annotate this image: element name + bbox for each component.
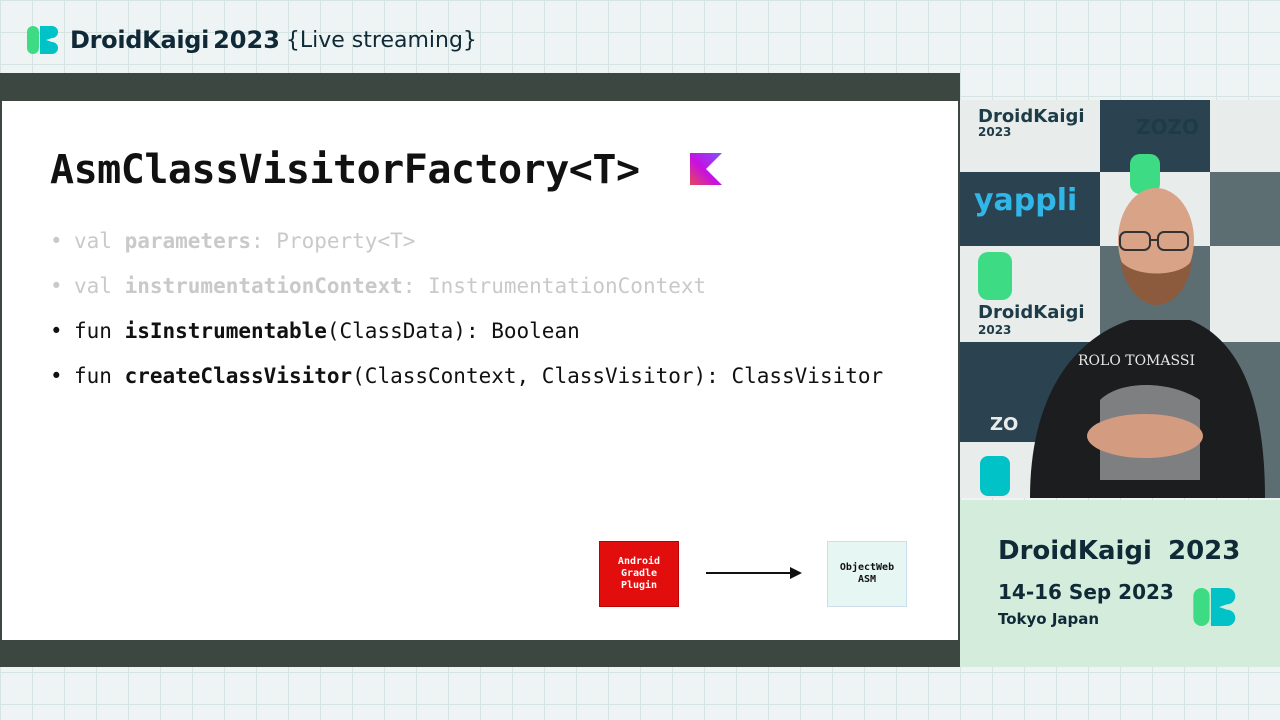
- droidkaigi-logo-icon: [1193, 588, 1236, 626]
- stream-header: DroidKaigi 2023 {Live streaming}: [26, 22, 477, 58]
- svg-text:ZO: ZO: [990, 414, 1018, 435]
- header-year: 2023: [213, 26, 280, 54]
- event-info-panel: DroidKaigi 2023 14-16 Sep 2023 Tokyo Jap…: [960, 500, 1280, 667]
- speaker-video-image: DroidKaigi 2023 ZOZO yappli DroidKaigi 2…: [960, 100, 1280, 498]
- slide-frame: AsmClassVisitorFactory<T> • val parameter…: [0, 73, 960, 667]
- bullet-item: • fun isInstrumentable(ClassData): Boolea…: [50, 319, 883, 364]
- diagram-box-line: Plugin: [620, 580, 658, 591]
- bullet-list: • val parameters: Property<T> • val instrum…: [50, 229, 883, 409]
- bullet-item: • val instrumentationContext: Instrumenta…: [50, 274, 883, 319]
- svg-text:DroidKaigi: DroidKaigi: [978, 106, 1085, 127]
- kotlin-logo-icon: [690, 153, 722, 185]
- bullet-keyword: val: [74, 229, 125, 253]
- arrow-right-icon: [706, 567, 802, 579]
- bullet-member-name: createClassVisitor: [124, 364, 353, 388]
- diagram-box-line: ASM: [857, 574, 877, 585]
- shirt-text: ROLO TOMASSI: [1078, 353, 1195, 369]
- event-year: 2023: [1168, 536, 1241, 566]
- bullet-member-name: parameters: [124, 229, 252, 253]
- bullet-member-name: isInstrumentable: [124, 319, 327, 343]
- event-location: Tokyo Japan: [998, 610, 1100, 628]
- diagram-box-line: Android: [617, 556, 661, 567]
- bullet-item: • val parameters: Property<T>: [50, 229, 883, 274]
- header-brand: DroidKaigi: [70, 26, 210, 54]
- svg-text:2023: 2023: [978, 125, 1011, 139]
- bullet-member-name: instrumentationContext: [124, 274, 403, 298]
- diagram-box-line: Gradle: [620, 568, 658, 579]
- bullet-signature: (ClassContext, ClassVisitor): ClassVisit…: [352, 364, 884, 388]
- bullet-dot: •: [50, 274, 63, 298]
- event-dates: 14-16 Sep 2023: [998, 580, 1174, 604]
- speaker-camera-feed: DroidKaigi 2023 ZOZO yappli DroidKaigi 2…: [960, 100, 1280, 498]
- bullet-dot: •: [50, 364, 63, 388]
- diagram-box-line: ObjectWeb: [839, 562, 895, 573]
- svg-text:DroidKaigi: DroidKaigi: [978, 302, 1085, 323]
- bullet-signature: : Property<T>: [251, 229, 416, 253]
- bullet-signature: : InstrumentationContext: [402, 274, 707, 298]
- event-brand: DroidKaigi: [998, 536, 1152, 566]
- bullet-dot: •: [50, 319, 63, 343]
- bullet-signature: (ClassData): Boolean: [326, 319, 580, 343]
- slide-title: AsmClassVisitorFactory<T>: [50, 147, 640, 193]
- bullet-keyword: fun: [74, 319, 125, 343]
- droidkaigi-logo-icon: [27, 26, 58, 54]
- bullet-dot: •: [50, 229, 63, 253]
- svg-text:2023: 2023: [978, 323, 1011, 337]
- slide: AsmClassVisitorFactory<T> • val parameter…: [2, 101, 958, 640]
- svg-text:yappli: yappli: [974, 183, 1077, 218]
- svg-text:ZOZO: ZOZO: [1136, 115, 1199, 139]
- bullet-keyword: fun: [74, 364, 125, 388]
- bullet-item: • fun createClassVisitor(ClassContext, Cl…: [50, 364, 883, 409]
- header-subtitle: {Live streaming}: [285, 27, 477, 53]
- bullet-keyword: val: [74, 274, 125, 298]
